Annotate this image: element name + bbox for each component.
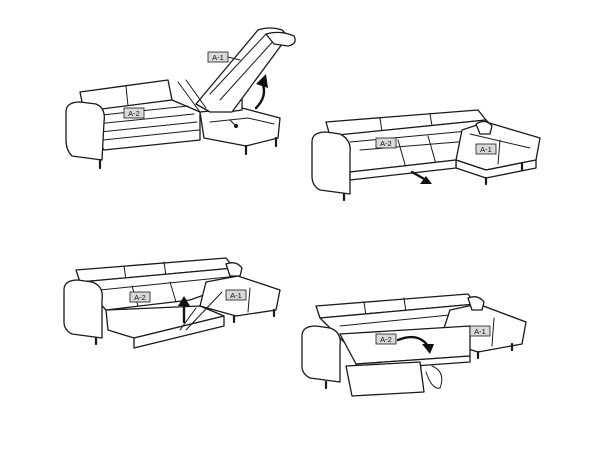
diagonal-arrow (410, 170, 428, 182)
svg-text:A-2: A-2 (380, 139, 392, 148)
label-a2-step4: A-2 (375, 333, 397, 345)
svg-text:A-2: A-2 (128, 109, 140, 118)
svg-text:A-1: A-1 (230, 291, 242, 300)
label-a2-step1: A-2 (123, 107, 145, 119)
label-a1-step1: A-1 (207, 51, 229, 63)
label-a2-step3: A-2 (129, 291, 151, 303)
svg-text:A-1: A-1 (212, 53, 224, 62)
label-a1-step2: A-1 (475, 143, 497, 155)
svg-text:A-2: A-2 (380, 335, 392, 344)
label-a1-step3: A-1 (225, 289, 247, 301)
step-1-lift-storage: A-1 A-2 (65, 27, 296, 170)
svg-text:A-1: A-1 (480, 145, 492, 154)
label-a2-step2: A-2 (375, 137, 397, 149)
svg-text:A-2: A-2 (134, 293, 146, 302)
step-3-raise-bed: A-2 A-1 (63, 257, 281, 349)
step-2-pull-out: A-2 A-1 (311, 109, 541, 202)
label-a1-step4: A-1 (469, 325, 491, 337)
svg-text:A-1: A-1 (474, 327, 486, 336)
curved-arrow (396, 335, 430, 348)
step-4-fold-over: A-2 A-1 (301, 293, 527, 397)
